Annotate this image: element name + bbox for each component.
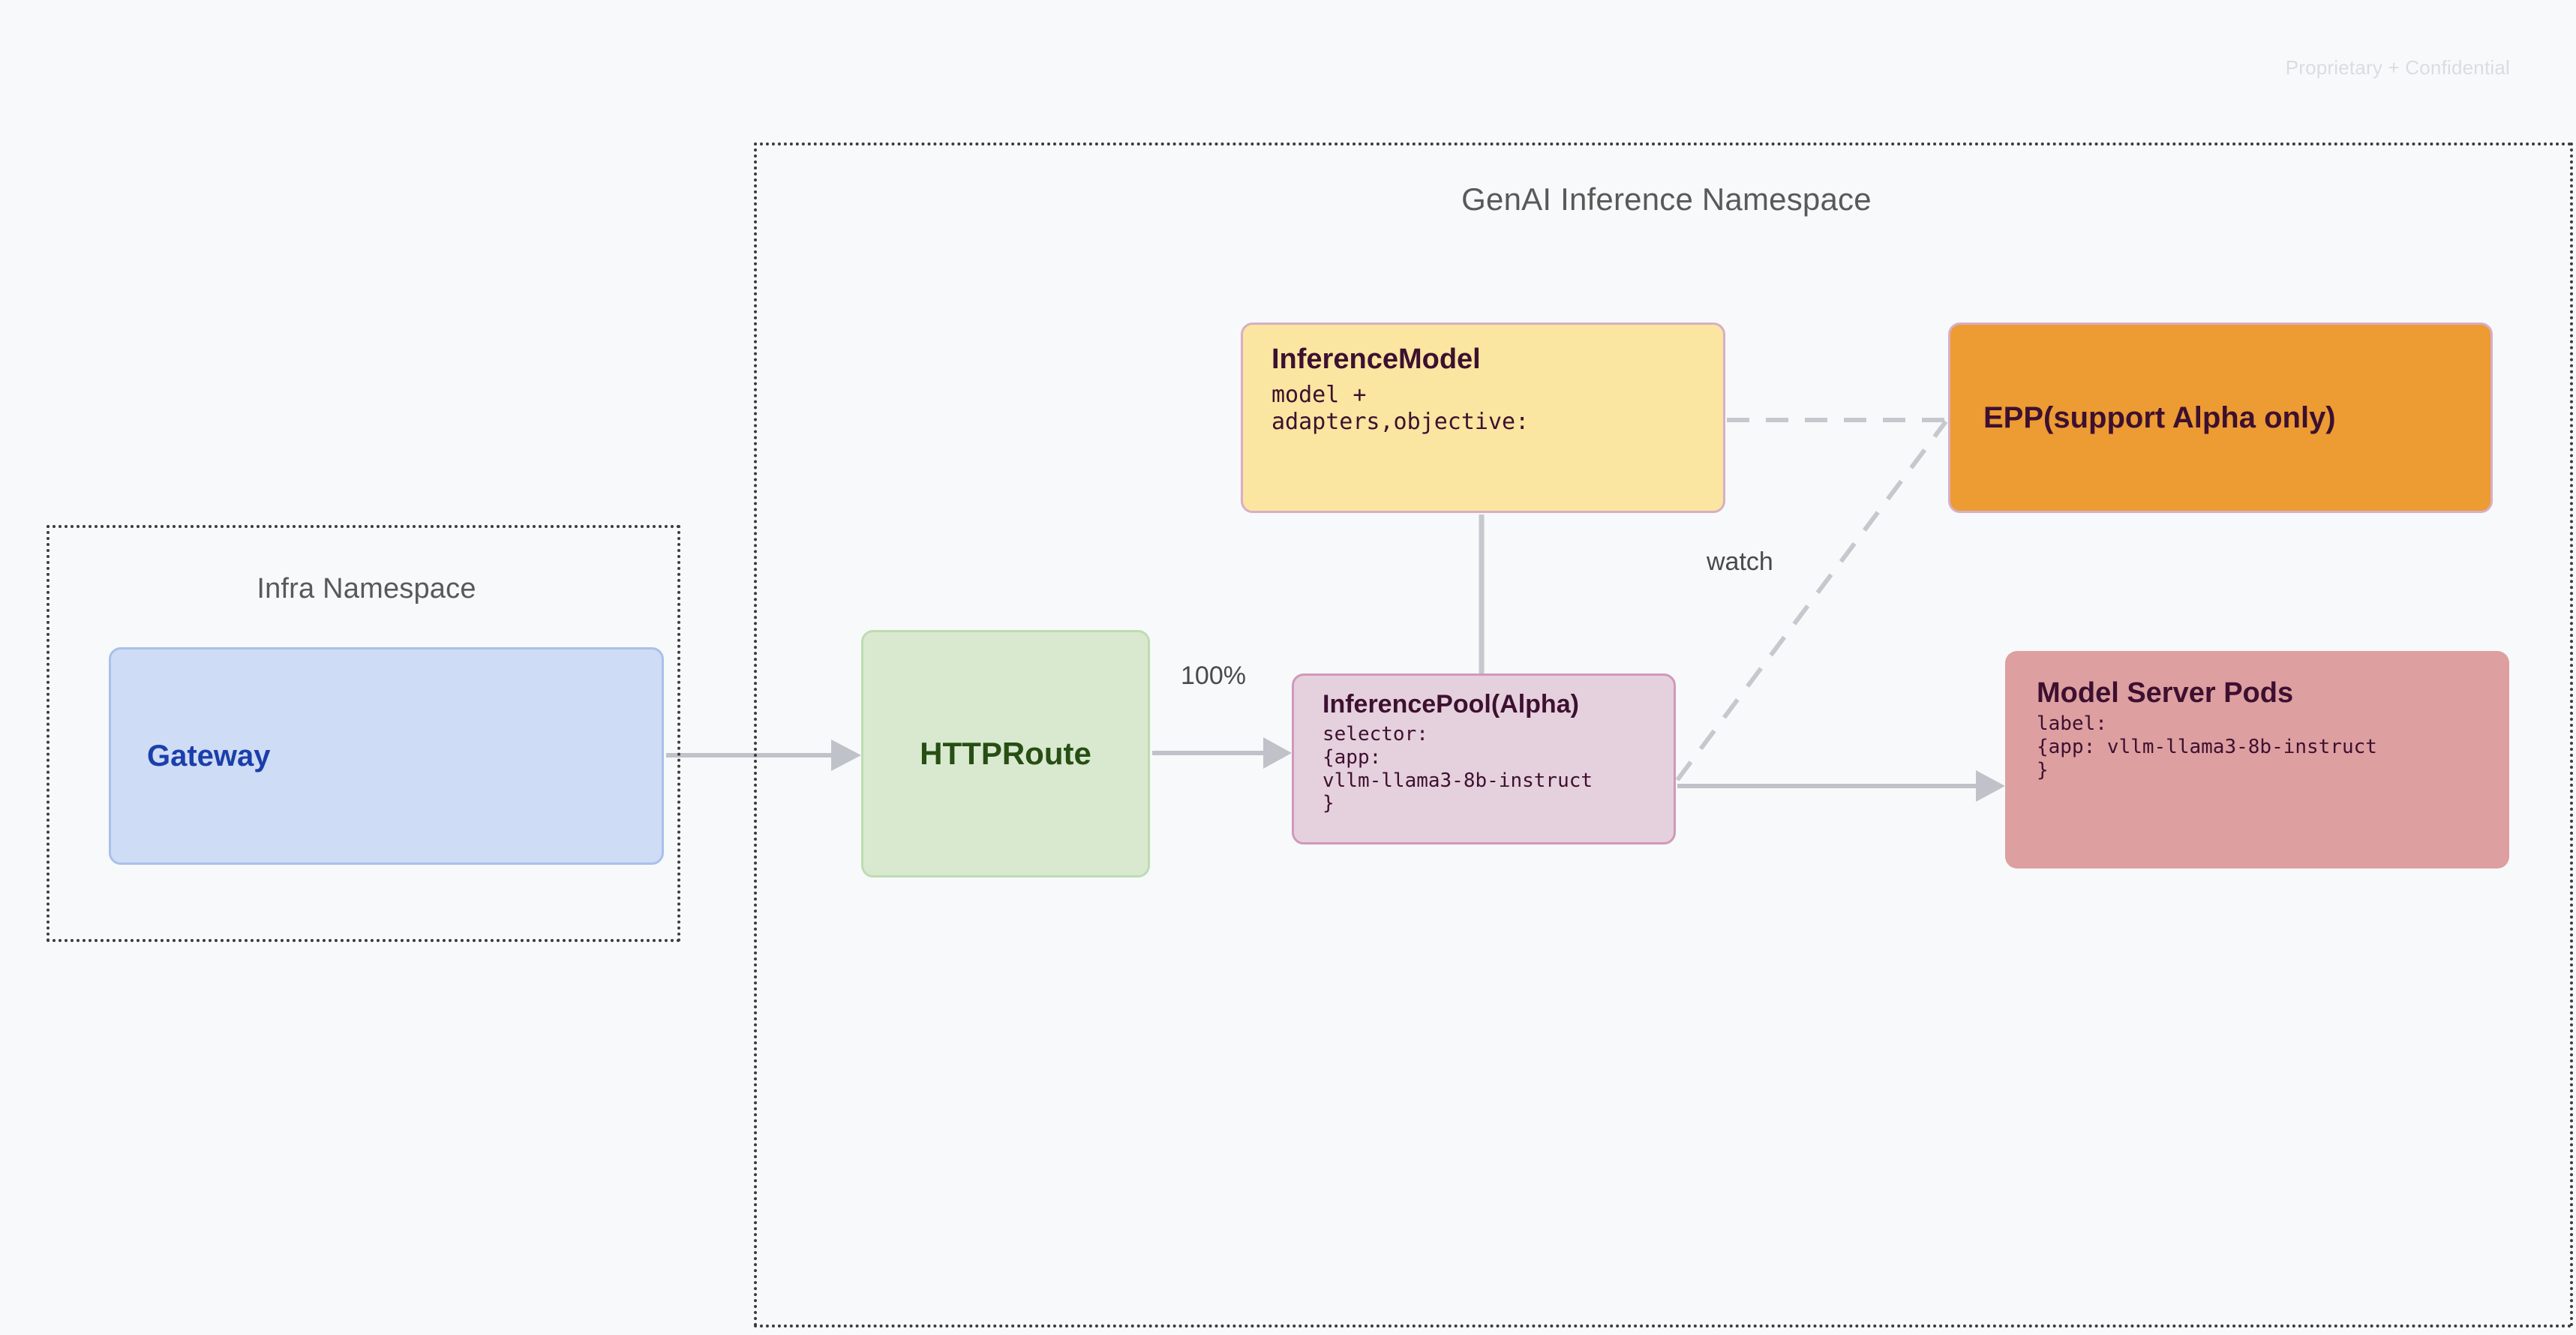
- node-epp-title: EPP(support Alpha only): [1983, 400, 2336, 434]
- node-epp[interactable]: EPP(support Alpha only): [1948, 322, 2493, 513]
- edge-label-traffic-weight: 100%: [1181, 662, 1246, 690]
- node-pods-line3: }: [2037, 759, 2049, 782]
- confidential-note: Proprietary + Confidential: [2285, 56, 2510, 79]
- node-model-server-pods[interactable]: Model Server Pods label: {app: vllm-llam…: [2005, 651, 2509, 868]
- namespace-infra: Infra Namespace: [47, 525, 680, 942]
- namespace-genai: GenAI Inference Namespace: [754, 142, 2573, 1328]
- node-pods-title: Model Server Pods: [2037, 677, 2294, 709]
- node-inferencemodel-title: InferenceModel: [1271, 344, 1481, 375]
- node-httproute-title: HTTPRoute: [920, 736, 1091, 771]
- namespace-infra-title: Infra Namespace: [257, 573, 476, 604]
- node-pods-line2: {app: vllm-llama3-8b-instruct: [2037, 735, 2377, 758]
- edge-label-watch: watch: [1707, 548, 1773, 576]
- node-inferencepool-line4: }: [1323, 792, 1335, 815]
- namespace-genai-title: GenAI Inference Namespace: [1461, 182, 1872, 217]
- node-inferencemodel-line1: model +: [1271, 381, 1367, 408]
- node-inferencemodel-line2: adapters,objective:: [1271, 409, 1530, 436]
- node-httproute[interactable]: HTTPRoute: [861, 630, 1150, 878]
- node-inferencepool-line1: selector:: [1323, 723, 1428, 746]
- node-inferencepool-title: InferencePool(Alpha): [1323, 690, 1579, 718]
- node-inferencepool-line3: vllm-llama3-8b-instruct: [1323, 769, 1593, 792]
- node-inferencemodel[interactable]: InferenceModel model + adapters,objectiv…: [1241, 322, 1725, 513]
- node-inferencepool-line2: {app:: [1323, 746, 1382, 770]
- node-pods-line1: label:: [2037, 712, 2107, 735]
- node-gateway[interactable]: Gateway: [109, 647, 664, 865]
- node-inferencepool[interactable]: InferencePool(Alpha) selector: {app: vll…: [1292, 674, 1676, 844]
- node-gateway-title: Gateway: [147, 739, 271, 772]
